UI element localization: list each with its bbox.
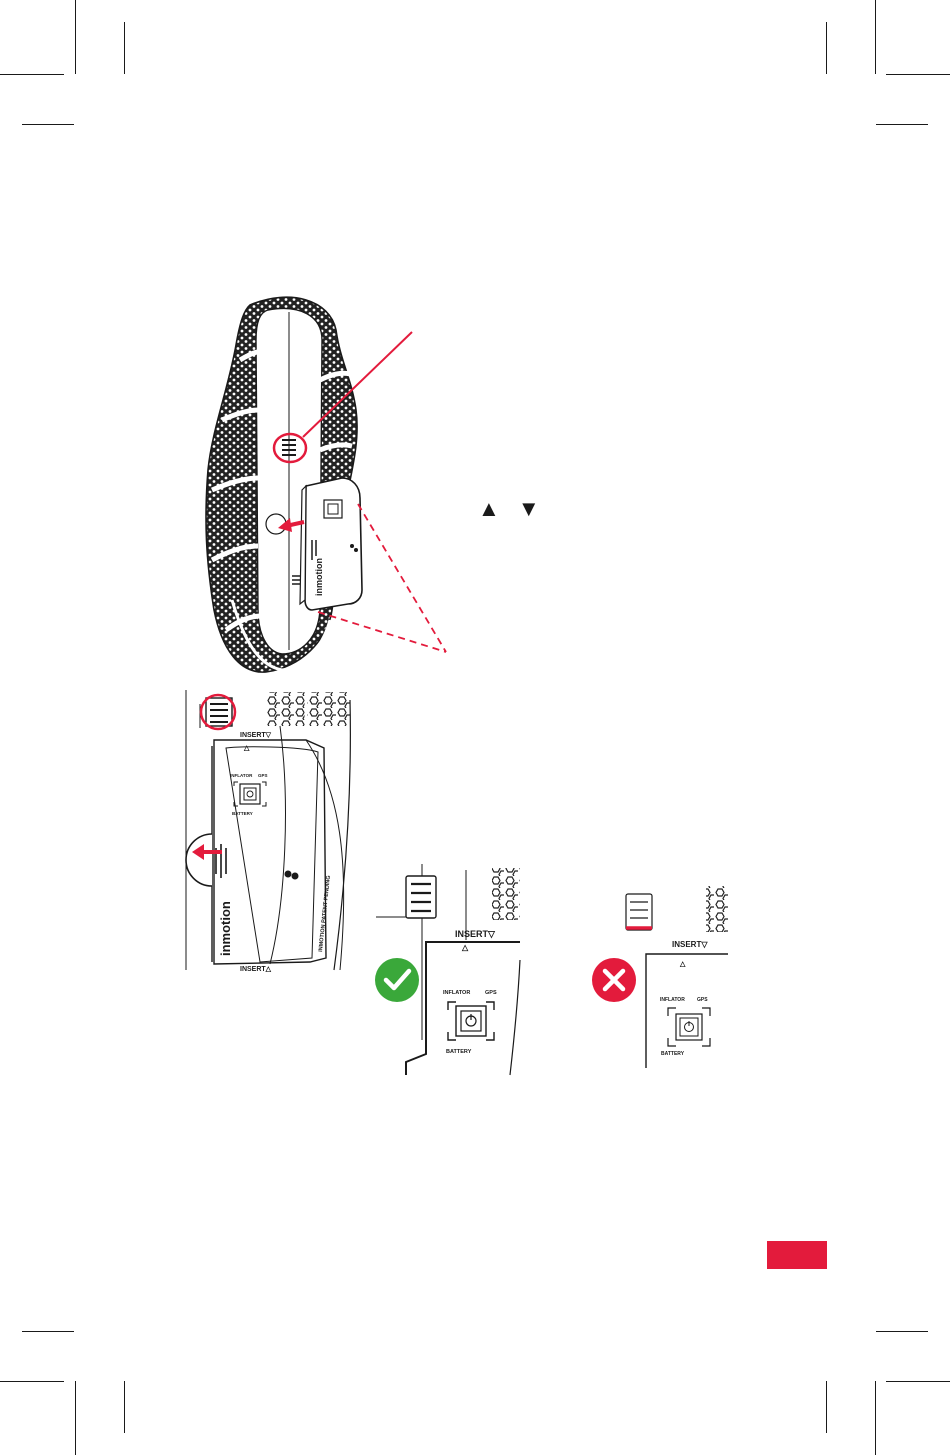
bad-battery-label: BATTERY xyxy=(661,1051,685,1057)
cross-circle-icon xyxy=(592,958,636,1002)
zoom-battery-label: BATTERY xyxy=(232,811,253,816)
zoom-gps-label: GPS xyxy=(258,773,268,778)
bad-insert-label: INSERT▽ xyxy=(672,940,708,949)
zoom-insert-top: INSERT▽ xyxy=(240,732,272,739)
ok-inflator-label: INFLATOR xyxy=(443,990,470,996)
zoom-insert-bottom: INSERT△ xyxy=(240,966,272,973)
ok-gps-label: GPS xyxy=(485,990,497,996)
zoom-wireless-icon xyxy=(285,871,299,880)
ok-battery-label: BATTERY xyxy=(446,1049,472,1055)
zoom-patent: INMOTION PATENT PENDING xyxy=(318,875,332,952)
svg-text:△: △ xyxy=(243,745,250,752)
svg-text:△: △ xyxy=(461,943,469,952)
bad-inflator-label: INFLATOR xyxy=(660,997,685,1003)
zoom-inflator-label: INFLATOR xyxy=(230,773,253,778)
page-tab xyxy=(767,1241,827,1269)
check-circle-icon xyxy=(375,958,419,1002)
ok-insert-label: INSERT▽ xyxy=(455,929,496,939)
bad-gps-label: GPS xyxy=(697,997,708,1003)
zoom-detail: INSERT▽ △ INFLATOR GPS BATTERY inmotion … xyxy=(186,690,350,973)
zoom-brand: inmotion xyxy=(218,901,233,956)
incorrect-example: INSERT▽ △ INFLATOR GPS BATTERY xyxy=(626,886,728,1068)
svg-text:inmotion: inmotion xyxy=(314,558,324,596)
insert-direction-symbols: ▲ ▼ xyxy=(478,494,538,524)
svg-text:△: △ xyxy=(679,961,686,968)
